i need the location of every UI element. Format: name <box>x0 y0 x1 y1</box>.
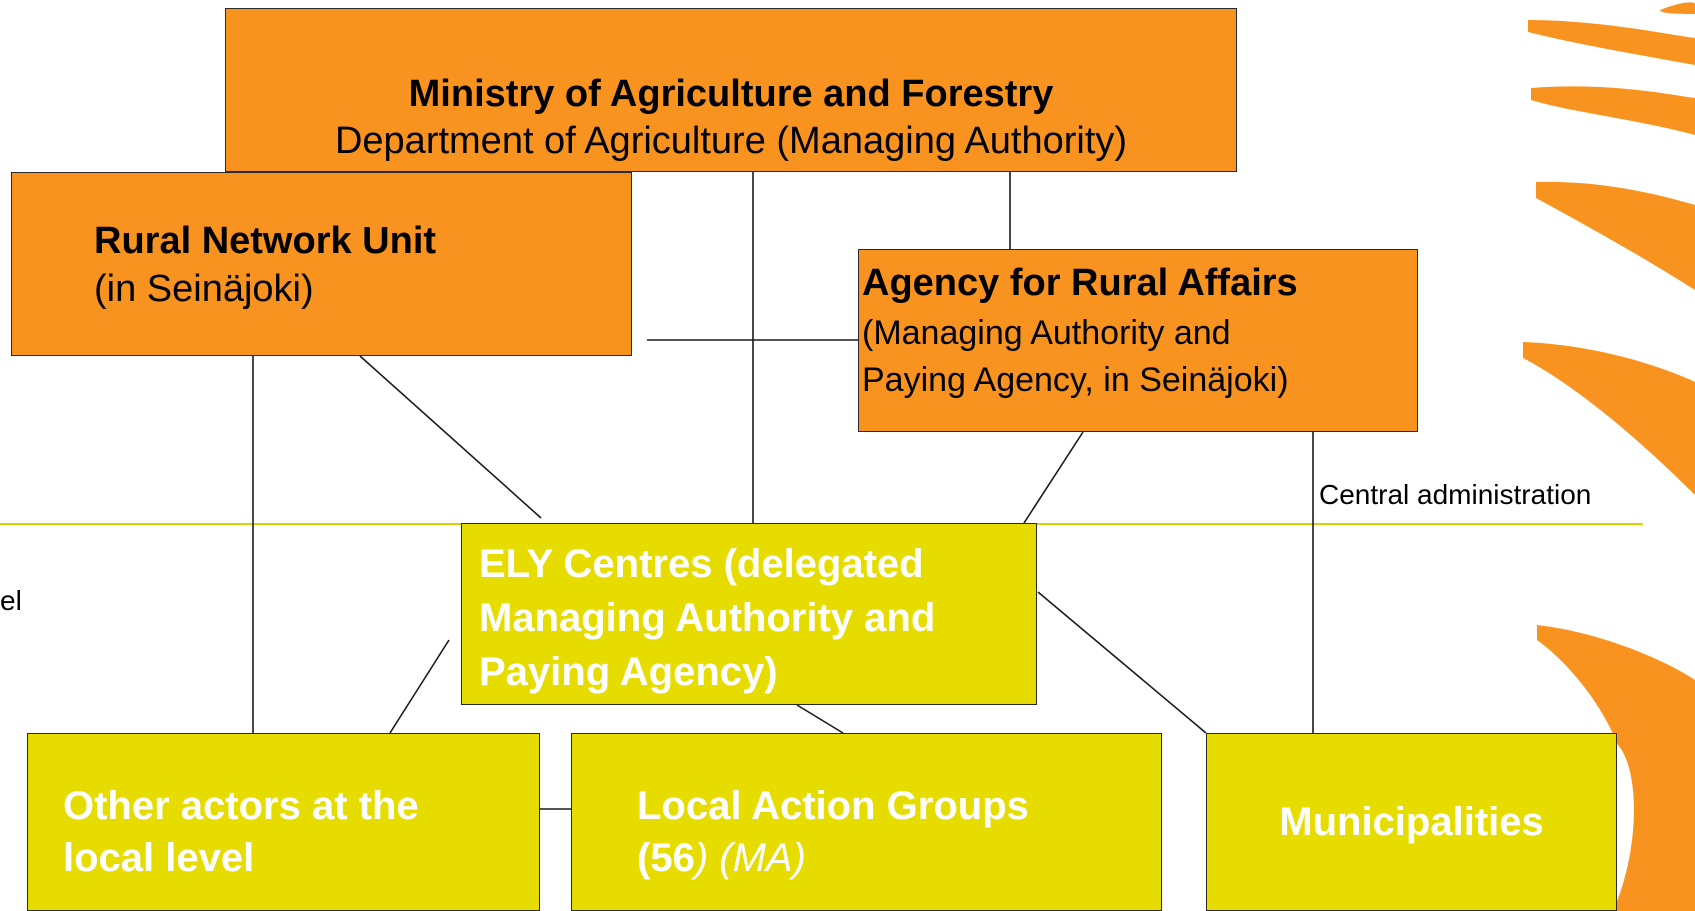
agency-line-1: (Managing Authority and <box>862 314 1231 352</box>
ray-2 <box>1528 20 1695 65</box>
lag-line-1: Local Action Groups <box>637 784 1029 828</box>
ray-6 <box>1537 625 1695 911</box>
ely-line-1: ELY Centres (delegated <box>479 542 924 586</box>
ely-line-3: Paying Agency) <box>479 650 778 694</box>
ray-4 <box>1536 181 1695 290</box>
lag-ma-note: ) (MA) <box>694 836 806 880</box>
network-to-ely-line <box>359 355 542 519</box>
ministry-subtitle: Department of Agriculture (Managing Auth… <box>334 120 1128 162</box>
rural-network-unit-box: Rural Network Unit (in Seinäjoki) <box>11 172 632 356</box>
lag-line-2: (56) (MA) <box>637 832 1161 884</box>
ely-centres-box: ELY Centres (delegated Managing Authorit… <box>461 523 1037 705</box>
ministry-box: Ministry of Agriculture and Forestry Dep… <box>225 8 1237 172</box>
ely-to-municipalities-line <box>1037 591 1207 734</box>
rural-network-title: Rural Network Unit <box>94 220 437 262</box>
local-action-groups-box: Local Action Groups (56) (MA) <box>571 733 1162 911</box>
agency-line-2: Paying Agency, in Seinäjoki) <box>862 361 1289 399</box>
ray-1 <box>1660 2 1695 14</box>
ely-line-2: Managing Authority and <box>479 596 936 640</box>
lag-count: (56 <box>637 836 695 880</box>
agency-for-rural-affairs-box: Agency for Rural Affairs (Managing Autho… <box>858 249 1418 432</box>
municipalities-box: Municipalities <box>1206 733 1617 911</box>
central-administration-label: Central administration <box>1319 479 1592 510</box>
agency-title: Agency for Rural Affairs <box>862 262 1298 304</box>
agency-to-ely-line <box>1023 431 1084 524</box>
ministry-title: Ministry of Agriculture and Forestry <box>408 73 1054 115</box>
municipalities-label: Municipalities <box>1279 799 1544 844</box>
regional-level-label-fragment: el <box>0 585 22 616</box>
other-actors-line-2: local level <box>63 836 255 880</box>
other-actors-line-1: Other actors at the <box>63 784 419 828</box>
ray-5 <box>1523 342 1695 495</box>
other-actors-box: Other actors at the local level <box>27 733 540 911</box>
rural-network-subtitle: (in Seinäjoki) <box>94 268 314 310</box>
ely-to-lag-line <box>796 704 844 734</box>
ely-to-other-actors-line <box>389 639 450 734</box>
ray-3 <box>1531 86 1695 135</box>
